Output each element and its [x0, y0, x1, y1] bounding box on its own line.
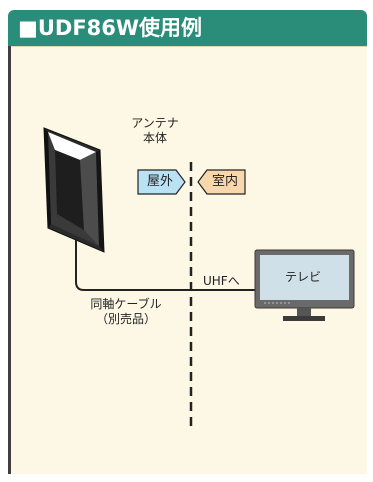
uhf-label: UHFへ	[203, 274, 240, 288]
outdoor-tag: 屋外	[146, 174, 173, 189]
indoor-tag-shape	[197, 169, 246, 195]
antenna-label: アンテナ 本体	[127, 116, 183, 146]
indoor-tag: 室内	[211, 174, 238, 189]
panel-left-border	[8, 46, 11, 474]
title-bar: ■UDF86W使用例	[8, 10, 367, 46]
cable-label-name: 同軸ケーブル	[90, 297, 162, 311]
tv-illustration	[254, 249, 355, 321]
cable-label: 同軸ケーブル （別売品）	[80, 297, 172, 327]
tv-label: テレビ	[285, 270, 322, 284]
antenna-label-line-1: アンテナ	[131, 116, 179, 130]
outdoor-tag-shape	[137, 169, 186, 195]
antenna-label-line-2: 本体	[142, 131, 167, 145]
coax-cable-line	[75, 240, 258, 291]
figure-title: ■UDF86W使用例	[18, 16, 203, 40]
antenna-illustration	[43, 127, 105, 253]
cable-label-note: （別売品）	[95, 312, 156, 326]
panel-top-rule	[11, 46, 367, 47]
